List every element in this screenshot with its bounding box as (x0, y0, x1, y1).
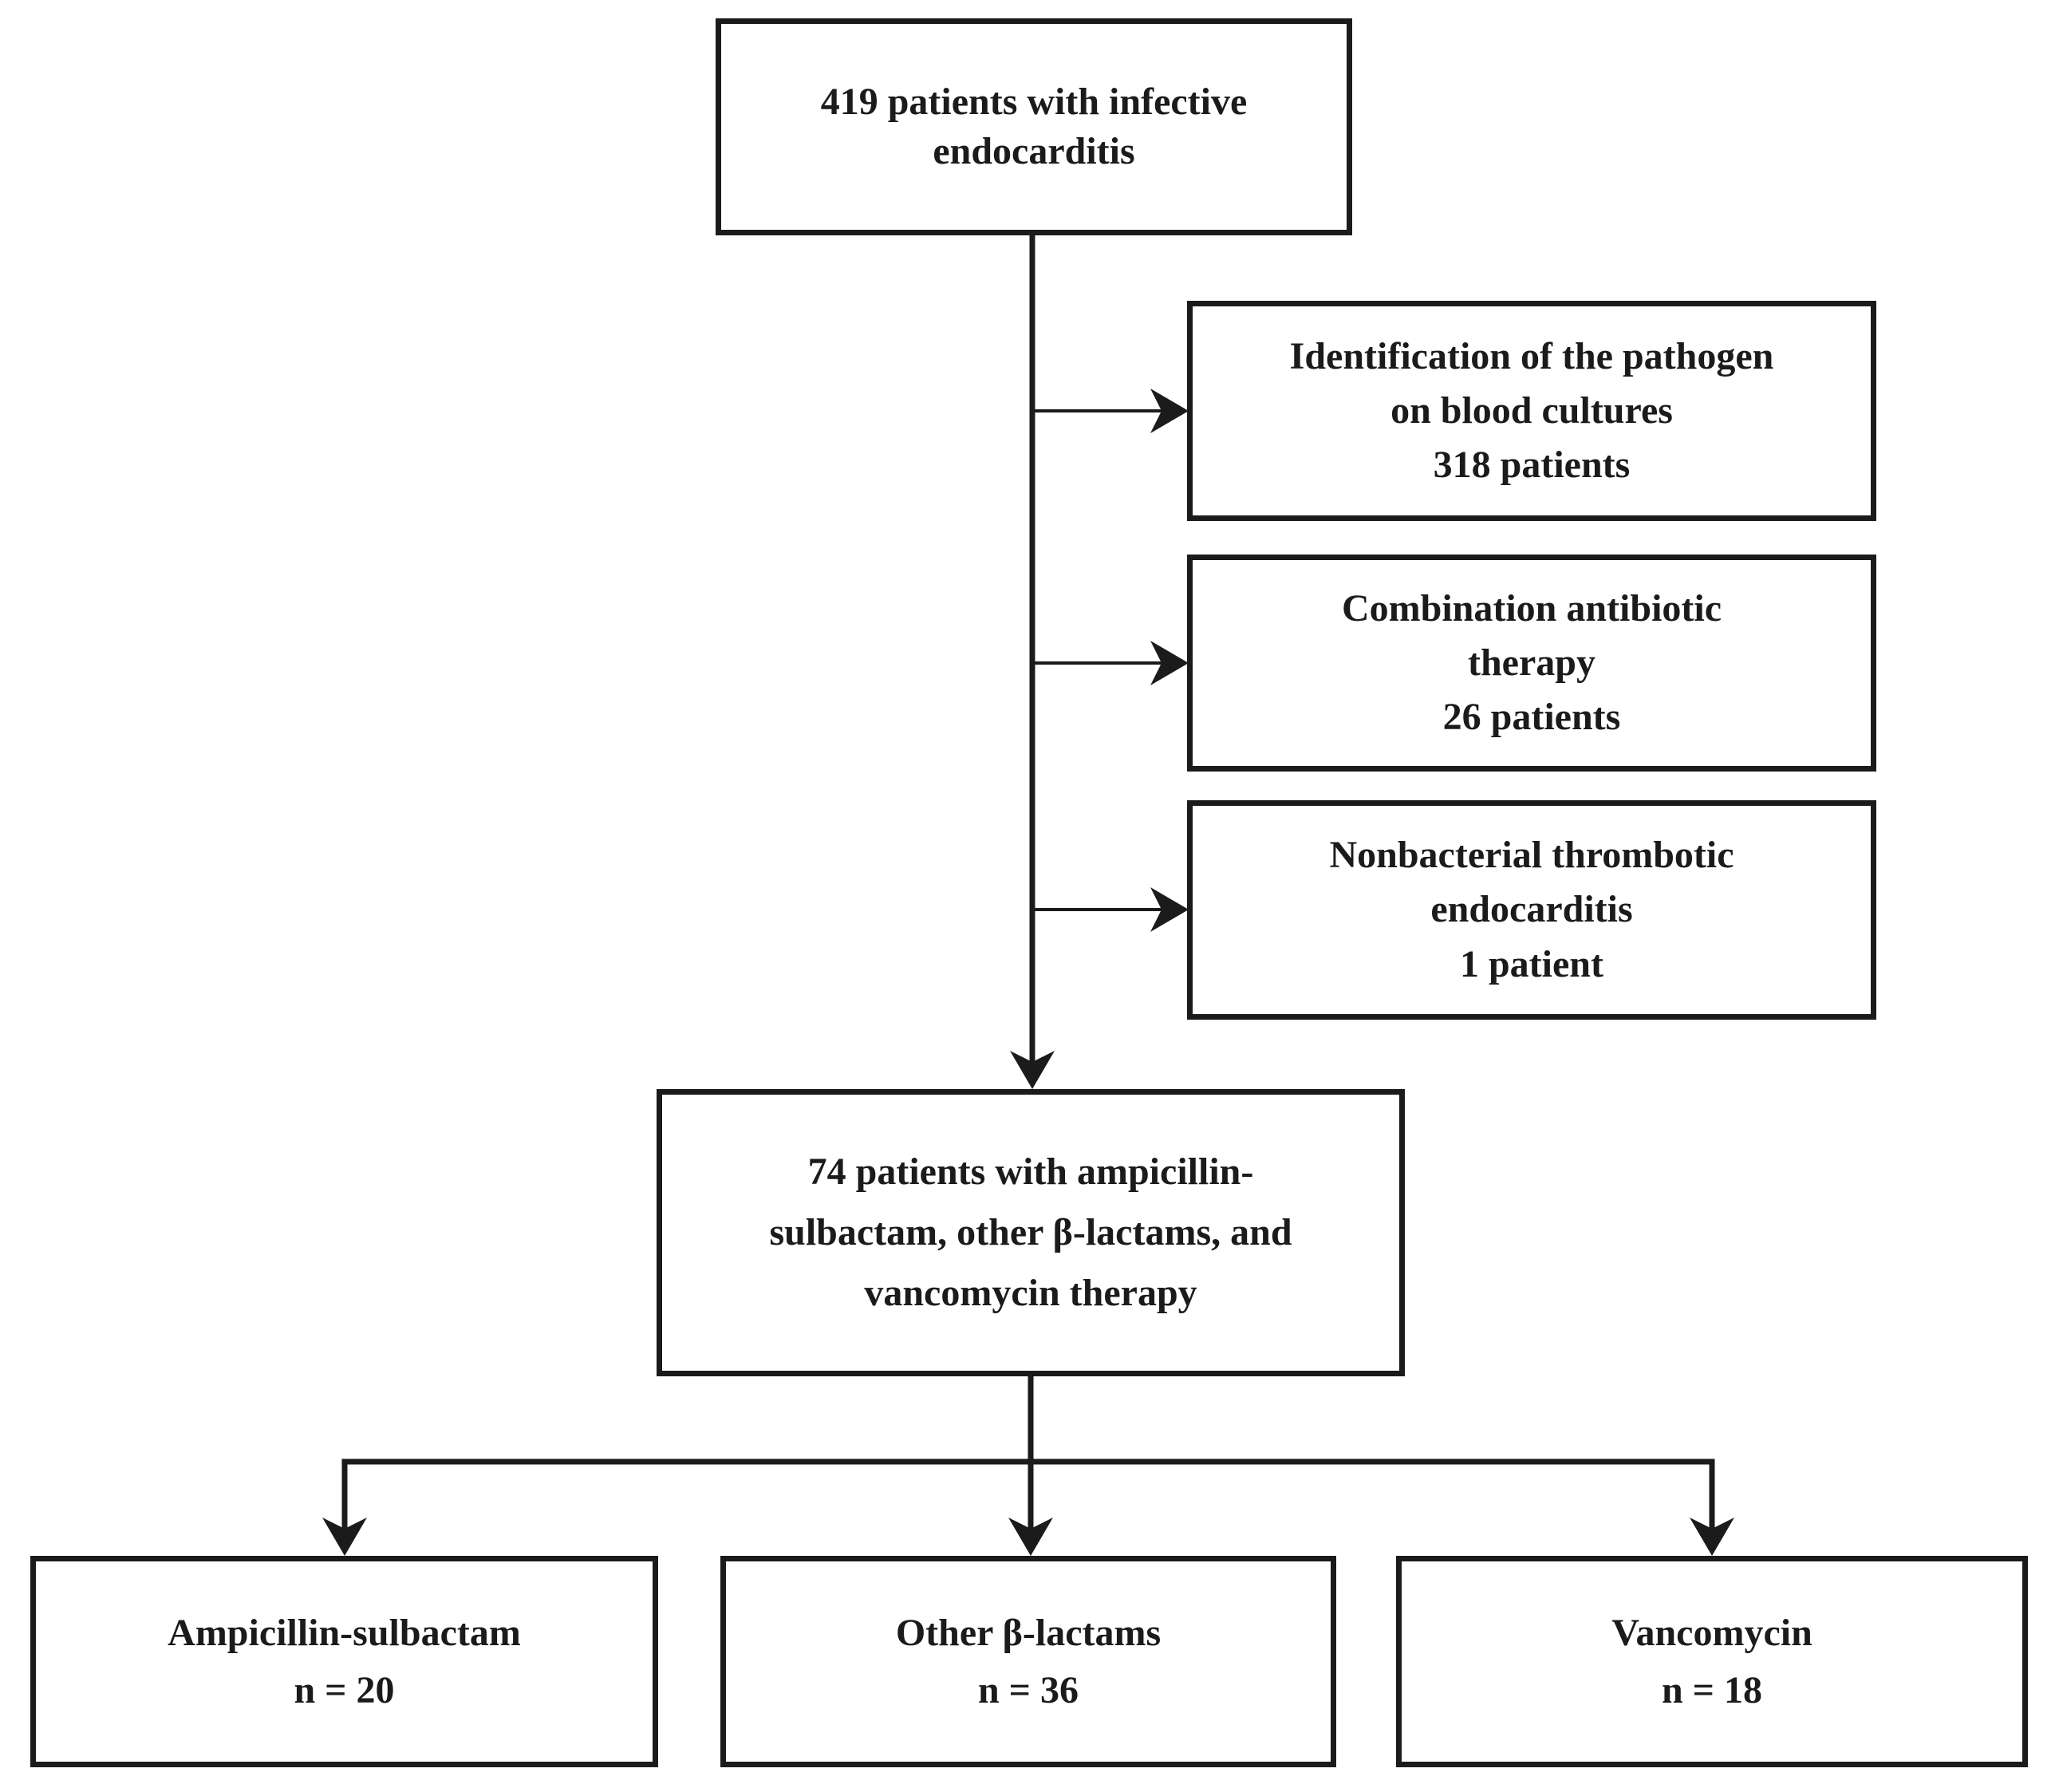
node-arm-other-beta-lactams: Other β-lactams n = 36 (720, 1556, 1336, 1767)
arrowhead-exclusion-2-icon (1150, 641, 1189, 685)
arrowhead-exclusion-3-icon (1150, 887, 1189, 932)
node-arm-vancomycin: Vancomycin n = 18 (1396, 1556, 2028, 1767)
arrowhead-exclusion-1-icon (1150, 389, 1189, 433)
node-exclusion-pathogen-identified: Identification of the pathogen on blood … (1187, 301, 1876, 521)
connector-exclusion-branches (1032, 409, 1163, 911)
node-exclusion-combination-therapy: Combination antibiotic therapy 26 patien… (1187, 555, 1876, 772)
arrowhead-arm-3-icon (1690, 1518, 1734, 1556)
arrowhead-arm-1-icon (322, 1518, 367, 1556)
node-exclusion-nonbacterial-thrombotic: Nonbacterial thrombotic endocarditis 1 p… (1187, 800, 1876, 1020)
connector-split (341, 1373, 1715, 1533)
arrowhead-arm-2-icon (1008, 1518, 1053, 1556)
node-study-cohort-74-patients: 74 patients with ampicillin- sulbactam, … (657, 1089, 1405, 1376)
node-infective-endocarditis-total: 419 patients with infective endocarditis (716, 18, 1352, 235)
arrowhead-cohort-icon (1010, 1051, 1055, 1089)
node-arm-ampicillin-sulbactam: Ampicillin-sulbactam n = 20 (30, 1556, 658, 1767)
